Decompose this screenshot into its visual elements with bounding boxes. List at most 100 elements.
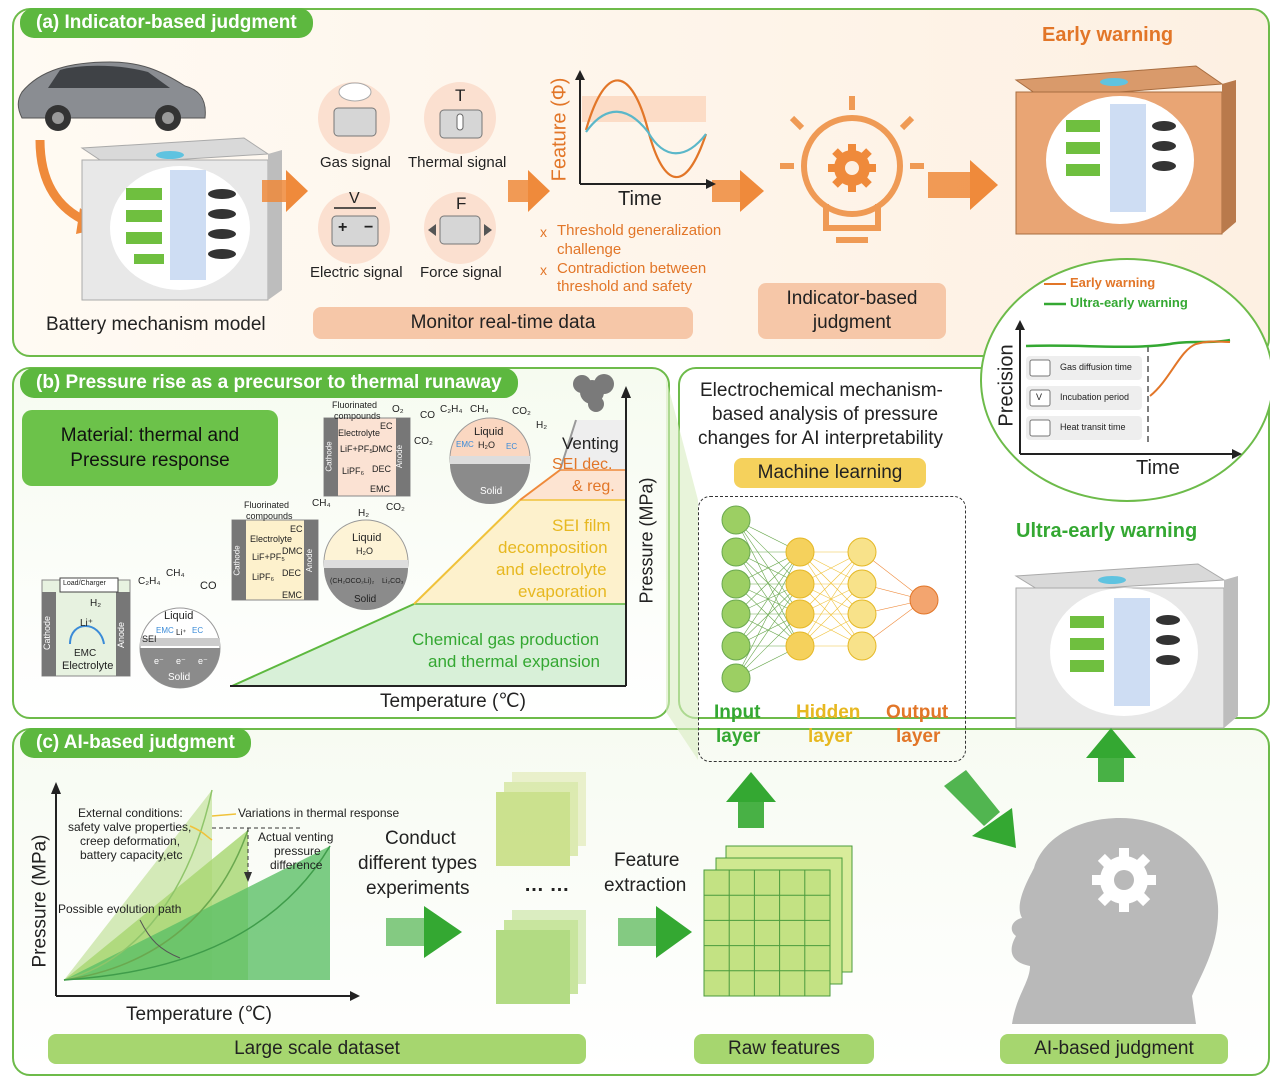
- cell3-emc: EMC: [370, 484, 390, 494]
- gas-signal-label: Gas signal: [320, 154, 391, 171]
- cell2-h2: H₂: [358, 508, 370, 519]
- precision-item-1: Gas diffusion time: [1060, 362, 1132, 372]
- cell3-ec: EC: [380, 421, 393, 431]
- legend-early-warning: Early warning: [1070, 275, 1156, 290]
- precision-axis-label: Precision: [995, 344, 1018, 427]
- cell3-fluorinated-2: compounds: [334, 411, 381, 421]
- ext-conditions-4: battery capacity,etc: [80, 848, 183, 862]
- cell3-lipf6: LiPF₆: [342, 466, 365, 476]
- cell1-liquid: Liquid: [164, 610, 194, 622]
- cell2-emc: EMC: [282, 590, 302, 600]
- cell2-cathode: Cathode: [232, 545, 242, 576]
- cell1-ch4: CH₄: [166, 568, 185, 579]
- cell1-e1: e⁻: [154, 656, 164, 666]
- large-dataset-bar: Large scale dataset: [48, 1034, 586, 1064]
- cell2-lif: LiF+PF₅: [252, 552, 285, 562]
- cell3-fluorinated-1: Fluorinated: [332, 400, 378, 410]
- cell3-emc-2: EMC: [456, 440, 474, 449]
- ext-conditions-3: creep deformation,: [80, 834, 181, 848]
- output-layer-2: layer: [896, 726, 941, 747]
- cell2-fluorinated-2: compounds: [246, 511, 293, 521]
- ml-title-2: based analysis of pressure: [712, 404, 939, 425]
- stage-sei-film-1: SEI film: [552, 516, 611, 535]
- cell3-cathode: Cathode: [324, 441, 334, 472]
- challenge-1-mark: x: [540, 224, 547, 240]
- cell3-co: CO: [420, 410, 435, 421]
- cell2-solid: Solid: [354, 594, 377, 605]
- evolution-path-label: Possible evolution path: [58, 902, 182, 916]
- stage-venting: Venting: [562, 434, 619, 453]
- cell2-anode: Anode: [305, 548, 315, 573]
- actual-venting-2: pressure: [274, 844, 321, 858]
- ml-title-3: changes for AI interpretability: [698, 428, 944, 449]
- raw-features-bar: Raw features: [694, 1034, 874, 1064]
- cell1-h2: H₂: [90, 598, 102, 609]
- cell2-fluorinated-1: Fluorinated: [244, 500, 290, 510]
- cell3-co2-2: CO₂: [512, 406, 531, 417]
- cell1-emc: EMC: [74, 648, 97, 659]
- challenge-1-line2: challenge: [557, 241, 622, 258]
- thermal-signal-label: Thermal signal: [408, 154, 507, 171]
- early-warning-title: Early warning: [1042, 24, 1174, 46]
- cell3-solid: Solid: [480, 486, 503, 497]
- cell1-cathode: Cathode: [42, 615, 53, 651]
- cell1-load-charger: Load/Charger: [63, 580, 106, 587]
- conduct-1: Conduct: [385, 828, 456, 849]
- cell3-h2o: H₂O: [478, 440, 495, 450]
- variations-label: Variations in thermal response: [238, 806, 400, 820]
- electric-minus: −: [364, 219, 374, 236]
- panel-a-tag: (a) Indicator-based judgment: [20, 8, 313, 38]
- temperature-axis-label-c: Temperature (℃): [126, 1004, 272, 1025]
- cell1-co: CO: [200, 580, 217, 592]
- stage-chem-2: and thermal expansion: [428, 652, 601, 671]
- feature-extraction-1: Feature: [614, 850, 680, 871]
- actual-venting-3: difference: [270, 858, 323, 872]
- cell3-o2: O₂: [392, 404, 404, 415]
- cell2-dmc: DMC: [282, 546, 303, 556]
- stage-chem-1: Chemical gas production: [412, 630, 600, 649]
- cell2-lipf6: LiPF₆: [252, 572, 275, 582]
- input-layer-2: layer: [716, 726, 761, 747]
- precision-item-2-v: V: [1036, 392, 1043, 402]
- panel-c-tag: (c) AI-based judgment: [20, 728, 251, 758]
- material-box: Material: thermal and Pressure response: [22, 410, 278, 486]
- ext-conditions-1: External conditions:: [78, 806, 183, 820]
- material-line1: Material: thermal and: [60, 425, 240, 446]
- time-axis-label: Time: [618, 188, 662, 210]
- force-signal-label: Force signal: [420, 264, 502, 281]
- challenge-1-line1: Threshold generalization: [557, 222, 722, 239]
- cell2-li2co3: Li₂CO₃: [382, 578, 404, 585]
- cell2-co2: CO₂: [386, 502, 405, 513]
- legend-ultra-early-warning: Ultra-early warning: [1070, 295, 1188, 310]
- cell2-h2o: H₂O: [356, 546, 373, 556]
- cell1-e2: e⁻: [176, 656, 186, 666]
- indicator-judgment-box: Indicator-based judgment: [758, 283, 946, 339]
- cell2-ec: EC: [290, 524, 303, 534]
- cell1-anode: Anode: [116, 621, 127, 649]
- challenge-2-mark: x: [540, 262, 547, 278]
- ext-conditions-2: safety valve properties,: [68, 820, 192, 834]
- force-signal-letter: F: [456, 194, 467, 213]
- cell3-anode: Anode: [395, 444, 405, 469]
- pressure-axis-label-b: Pressure (MPa): [636, 477, 657, 604]
- cell2-electrolyte: Electrolyte: [250, 534, 293, 544]
- feature-extraction-2: extraction: [604, 875, 687, 896]
- stage-sei-dec-1: SEI dec.: [552, 456, 613, 473]
- conduct-3: experiments: [366, 878, 470, 899]
- cell2-dec: DEC: [282, 568, 302, 578]
- temperature-axis-label-b: Temperature (℃): [380, 691, 526, 712]
- precision-time-label: Time: [1136, 457, 1180, 479]
- cell3-ch4: CH₄: [470, 404, 489, 415]
- cell3-dec: DEC: [372, 464, 392, 474]
- cell3-h2: H₂: [536, 420, 548, 431]
- output-layer-1: Output: [886, 702, 949, 723]
- stage-sei-film-2: decomposition: [498, 538, 608, 557]
- panel-b-tag: (b) Pressure rise as a precursor to ther…: [20, 368, 518, 398]
- cell2-ch4: CH₄: [312, 498, 331, 509]
- conduct-2: different types: [358, 853, 478, 874]
- input-layer-1: Input: [714, 702, 761, 723]
- indicator-judgment-line1: Indicator-based: [786, 288, 918, 309]
- cell1-c2h4: C₂H₄: [138, 576, 161, 587]
- hidden-layer-2: layer: [808, 726, 853, 747]
- feature-axis-label: Feature (Φ): [548, 77, 571, 182]
